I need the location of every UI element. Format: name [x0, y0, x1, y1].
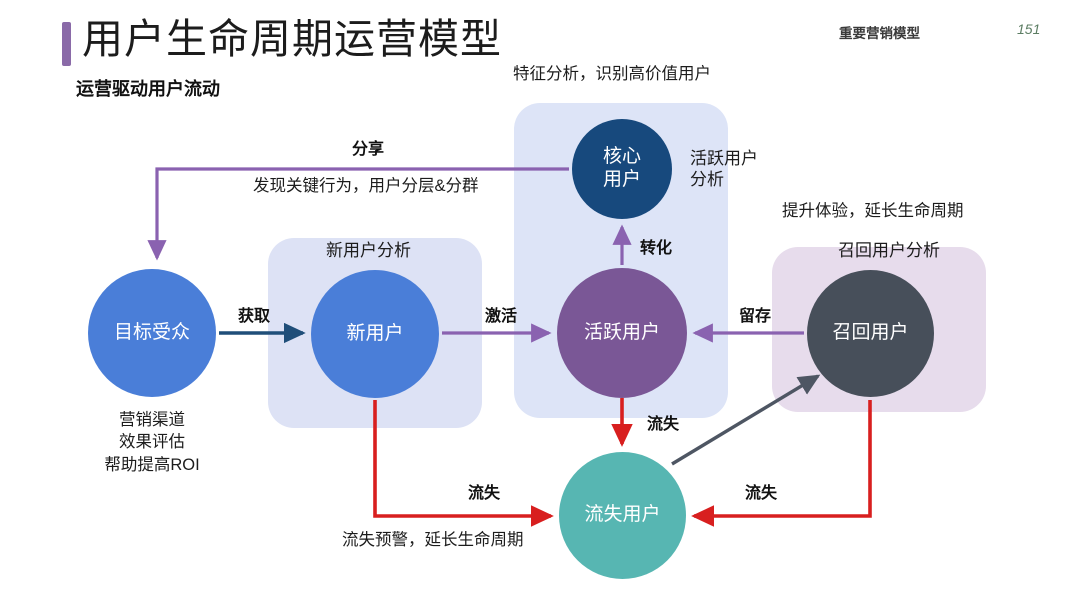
node-new-user[interactable]: 新用户: [311, 270, 439, 398]
edge-label-churn-middle: 流失: [647, 416, 680, 433]
node-active-user[interactable]: 活跃用户: [557, 268, 687, 398]
edge-label-churn-left: 流失: [468, 485, 501, 502]
edge-label-activate: 激活: [485, 308, 518, 325]
note-target-audience-line3: 帮助提高ROI: [104, 455, 200, 474]
edge-label-retain: 留存: [739, 308, 772, 325]
note-discover-behavior: 发现关键行为，用户分层&分群: [253, 177, 479, 195]
node-recall-user[interactable]: 召回用户: [807, 270, 934, 397]
node-core-user-label-line1: 核心: [602, 146, 641, 168]
edge-label-churn-right: 流失: [745, 485, 778, 502]
node-recall-user-label: 召回用户: [832, 322, 909, 344]
panel-label-active-user-analysis: 活跃用户分析: [690, 149, 758, 190]
page-number: 151: [1017, 21, 1041, 37]
page-subtitle: 运营驱动用户流动: [76, 79, 220, 99]
note-target-audience-line1: 营销渠道: [119, 411, 185, 429]
page-title: 用户生命周期运营模型: [82, 16, 502, 62]
note-feature-analysis: 特征分析，识别高价值用户: [513, 65, 711, 83]
edge-label-convert: 转化: [640, 240, 673, 257]
node-target-audience[interactable]: 目标受众: [88, 269, 216, 397]
header-tag: 重要营销模型: [839, 26, 920, 41]
note-churn-warning: 流失预警，延长生命周期: [342, 531, 524, 549]
node-churn-user[interactable]: 流失用户: [559, 452, 686, 579]
node-active-user-label: 活跃用户: [583, 321, 660, 343]
node-core-user-label-line2: 用户: [602, 169, 641, 190]
node-new-user-label: 新用户: [346, 322, 404, 344]
edge-churn-right: [691, 400, 872, 527]
edge-label-acquire: 获取: [238, 308, 271, 325]
title-accent-bar: [62, 22, 71, 66]
panel-label-new-user-analysis: 新用户分析: [326, 241, 411, 260]
panel-label-recall-user-analysis: 召回用户分析: [838, 241, 940, 260]
note-improve-experience: 提升体验，延长生命周期: [782, 202, 964, 220]
node-churn-user-label: 流失用户: [584, 504, 661, 526]
edge-label-share: 分享: [352, 141, 385, 158]
note-target-audience-line2: 效果评估: [119, 433, 185, 452]
note-target-audience: 营销渠道 效果评估 帮助提高ROI: [86, 409, 218, 476]
node-target-audience-label: 目标受众: [113, 321, 190, 343]
node-core-user-label: 核心 用户: [603, 146, 641, 192]
node-core-user[interactable]: 核心 用户: [572, 119, 672, 219]
